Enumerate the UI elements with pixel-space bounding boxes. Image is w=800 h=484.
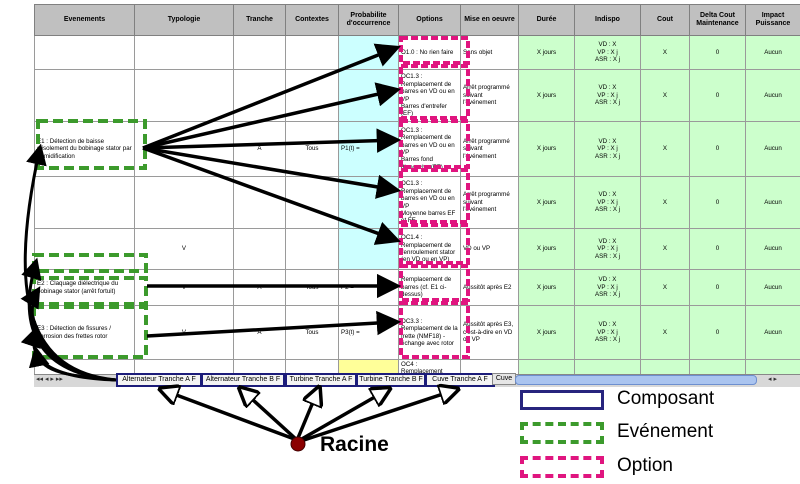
cell-delta-cout[interactable]: 0 (689, 305, 746, 360)
cell-probabilite[interactable] (338, 359, 399, 376)
col-header-options: Options (398, 4, 461, 36)
option-box-oc1-3-moy (399, 168, 470, 224)
option-box-e2-remplacement (399, 264, 470, 302)
col-header-delta-cout: Delta Cout Maintenance (689, 4, 746, 36)
cell-tranche[interactable] (233, 228, 286, 270)
legend-label-option: Option (617, 455, 673, 476)
col-header-contextes: Contextes (285, 4, 339, 36)
arrow-e1-oc13ef (142, 82, 402, 150)
scroll-arrows[interactable]: ◂ ▸ (768, 376, 777, 383)
arrow-e1-oc13moy (142, 146, 402, 199)
arrow-comp-e1 (23, 143, 117, 382)
cell-indispo[interactable]: VD : X VP : X j ASR : X j (574, 176, 641, 229)
col-header-indispo: Indispo (574, 4, 641, 36)
cell-impact[interactable] (745, 359, 800, 376)
cell-cout[interactable]: X (640, 269, 690, 306)
cell-cout[interactable]: X (640, 228, 690, 270)
table-row: OC1.3 : Remplacement de barres en VD ou … (34, 176, 800, 229)
arrow-racine-tab3 (296, 390, 318, 439)
option-box-oc1-4 (399, 223, 470, 265)
cell-event[interactable] (34, 228, 135, 270)
cell-impact[interactable]: Aucun (745, 35, 800, 70)
cell-duree[interactable] (518, 359, 575, 376)
cell-impact[interactable]: Aucun (745, 176, 800, 229)
cell-contexte[interactable] (285, 228, 339, 270)
table-row: E1 : Détection de baisse d'isolement du … (34, 121, 800, 177)
event-box-e1 (36, 119, 147, 170)
cell-delta-cout[interactable]: 0 (689, 69, 746, 122)
cell-impact[interactable]: Aucun (745, 228, 800, 270)
cell-duree[interactable]: X jours (518, 228, 575, 270)
tab-scroll-buttons[interactable]: ◂◂ ◂ ▸ ▸▸ (36, 376, 63, 383)
arrow-racine-tab2 (242, 390, 299, 442)
cell-delta-cout[interactable]: 0 (689, 228, 746, 270)
cell-delta-cout[interactable]: 0 (689, 121, 746, 177)
cell-indispo[interactable]: VD : X VP : X j ASR : X j (574, 121, 641, 177)
arrow-e1-oc13fe (142, 128, 402, 153)
racine-label: Racine (320, 433, 389, 456)
legend-swatch-composant (520, 390, 604, 410)
cell-impact[interactable]: Aucun (745, 269, 800, 306)
event-box-e3 (32, 305, 148, 359)
arrow-racine-tab5 (300, 390, 455, 443)
cell-contexte[interactable] (285, 35, 339, 70)
arrow-e1-oc14 (142, 146, 401, 245)
col-header-tranche: Tranche (233, 4, 286, 36)
cell-option[interactable]: O1.0 : No rien faire (398, 35, 461, 70)
arrow-e3-opt (146, 310, 402, 338)
cell-cout[interactable] (640, 359, 690, 376)
cell-option[interactable]: OC1.3 : Remplacement de barres en VD ou … (398, 69, 461, 122)
event-box-e1-tail (32, 253, 148, 273)
table-row: OC4 : Remplacement (34, 359, 800, 376)
legend-label-composant: Composant (617, 388, 715, 409)
cell-contexte[interactable]: Tous (285, 305, 339, 360)
cell-cout[interactable]: X (640, 176, 690, 229)
cell-cout[interactable]: X (640, 35, 690, 70)
option-box-o1-0 (399, 36, 470, 65)
legend-swatch-option (520, 456, 604, 478)
col-header-cout: Cout (640, 4, 690, 36)
arrow-e1-o1 (142, 43, 401, 150)
cell-tranche[interactable]: A (233, 305, 286, 360)
cell-indispo[interactable] (574, 359, 641, 376)
racine-node (290, 436, 306, 452)
cell-cout[interactable]: X (640, 69, 690, 122)
table-header-row: Evenements Typologie Tranche Contextes P… (34, 4, 800, 36)
cell-duree[interactable]: X jours (518, 176, 575, 229)
option-box-oc1-3-fe (399, 119, 470, 169)
cell-indispo[interactable]: VD : X VP : X j ASR : X j (574, 35, 641, 70)
legend-swatch-evenement (520, 422, 604, 444)
event-box-e2 (32, 276, 148, 306)
cell-event[interactable] (34, 176, 135, 229)
cell-indispo[interactable]: VD : X VP : X j ASR : X j (574, 305, 641, 360)
arrow-racine-tab4 (299, 390, 387, 442)
cell-option[interactable]: OC3.3 : Remplacement de la frette (NMF18… (398, 305, 461, 360)
cell-typologie[interactable] (134, 176, 234, 229)
arrow-racine-tab1 (163, 390, 298, 442)
table-row: E3 : Détection de fissures / corrosion d… (34, 305, 800, 360)
col-header-mise-en-oeuvre: Mise en oeuvre (460, 4, 519, 36)
option-box-oc3-3 (399, 301, 470, 359)
cell-duree[interactable]: X jours (518, 69, 575, 122)
cell-duree[interactable]: X jours (518, 121, 575, 177)
cell-duree[interactable]: X jours (518, 305, 575, 360)
cell-delta-cout[interactable]: 0 (689, 35, 746, 70)
cell-cout[interactable]: X (640, 305, 690, 360)
cell-delta-cout[interactable] (689, 359, 746, 376)
cell-indispo[interactable]: VD : X VP : X j ASR : X j (574, 228, 641, 270)
option-box-oc1-3-ef (399, 64, 470, 120)
arrow-comp-e3b (28, 345, 117, 382)
cell-indispo[interactable]: VD : X VP : X j ASR : X j (574, 69, 641, 122)
legend-label-evenement: Evénement (617, 421, 714, 442)
cell-cout[interactable]: X (640, 121, 690, 177)
cell-impact[interactable]: Aucun (745, 305, 800, 360)
horizontal-scrollbar[interactable] (515, 375, 757, 385)
cell-impact[interactable]: Aucun (745, 121, 800, 177)
cell-delta-cout[interactable]: 0 (689, 176, 746, 229)
